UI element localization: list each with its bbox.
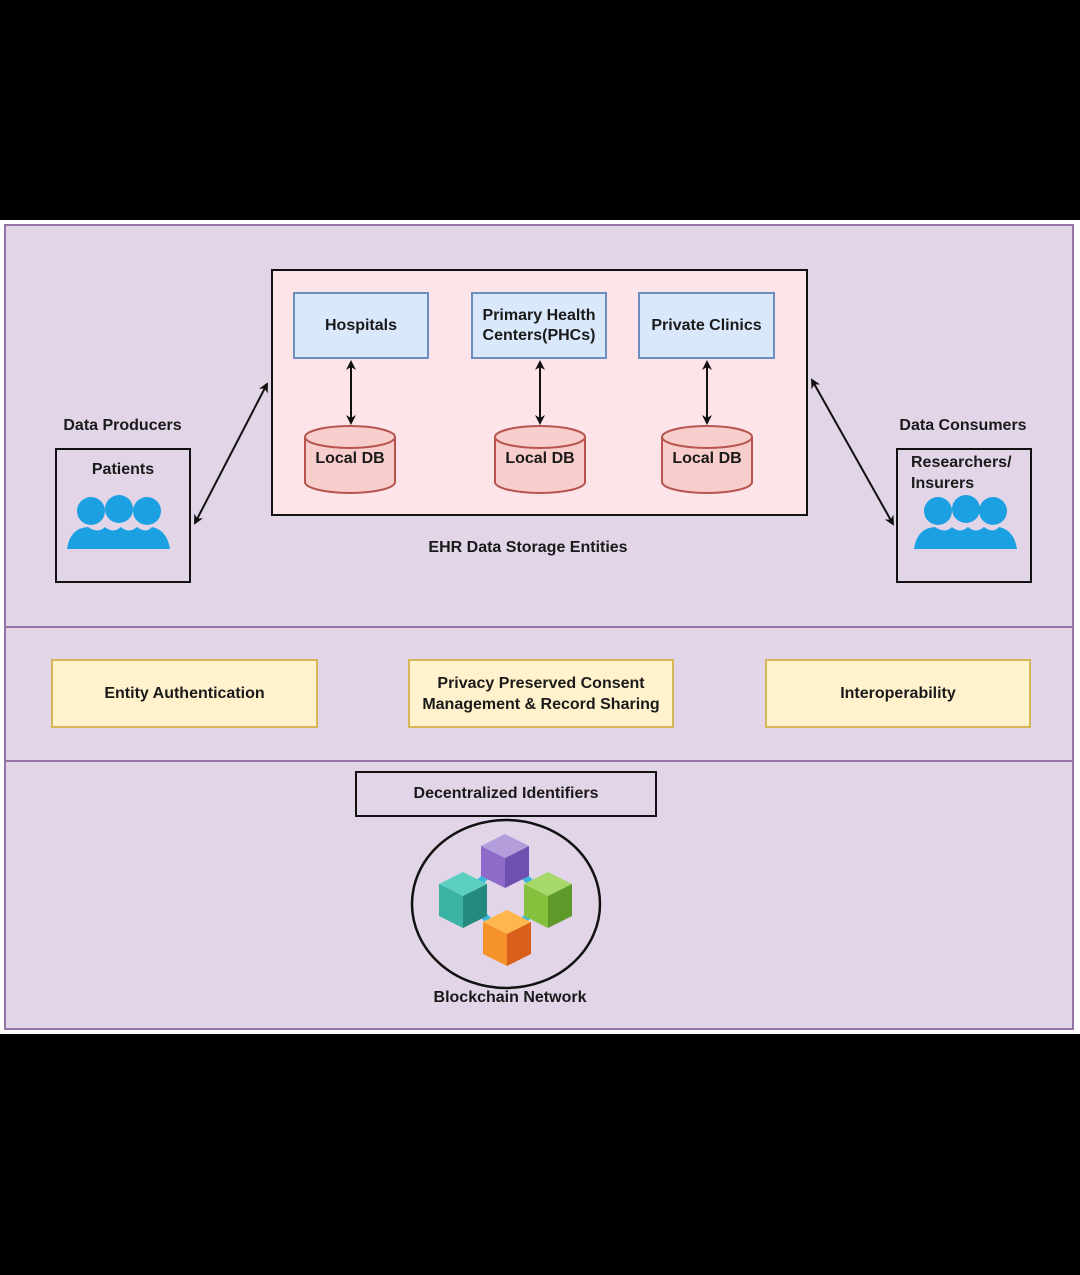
actor-researchers-insurers: [896, 448, 1032, 583]
actor-patients: [55, 448, 191, 583]
institution-label: Primary Health Centers(PHCs): [482, 306, 596, 344]
institution-private-clinics: Private Clinics: [638, 292, 775, 359]
decentralized-identifiers-box: Decentralized Identifiers: [355, 771, 657, 817]
actor-label: Patients: [91, 461, 155, 478]
feature-label: Privacy Preserved Consent Management & R…: [422, 674, 660, 713]
blockchain-label: Blockchain Network: [433, 989, 587, 1006]
institution-label: Private Clinics: [651, 316, 762, 334]
consumers-heading: Data Consumers: [899, 417, 1027, 434]
producers-heading: Data Producers: [63, 417, 182, 434]
institution-hospitals: Hospitals: [293, 292, 429, 359]
feature-consent-management: Privacy Preserved Consent Management & R…: [408, 659, 674, 728]
feature-label: Interoperability: [840, 685, 956, 702]
institution-label: Hospitals: [324, 316, 397, 334]
db-label: Local DB: [672, 450, 742, 467]
identity-label: Decentralized Identifiers: [413, 785, 599, 802]
storage-title: EHR Data Storage Entities: [428, 539, 628, 556]
db-label: Local DB: [315, 450, 385, 467]
institution-phcs: Primary Health Centers(PHCs): [471, 292, 607, 359]
feature-label: Entity Authentication: [104, 685, 265, 702]
feature-entity-authentication: Entity Authentication: [51, 659, 318, 728]
actor-label: Researchers/ Insurers: [911, 454, 1012, 492]
feature-interoperability: Interoperability: [765, 659, 1031, 728]
db-label: Local DB: [505, 450, 575, 467]
